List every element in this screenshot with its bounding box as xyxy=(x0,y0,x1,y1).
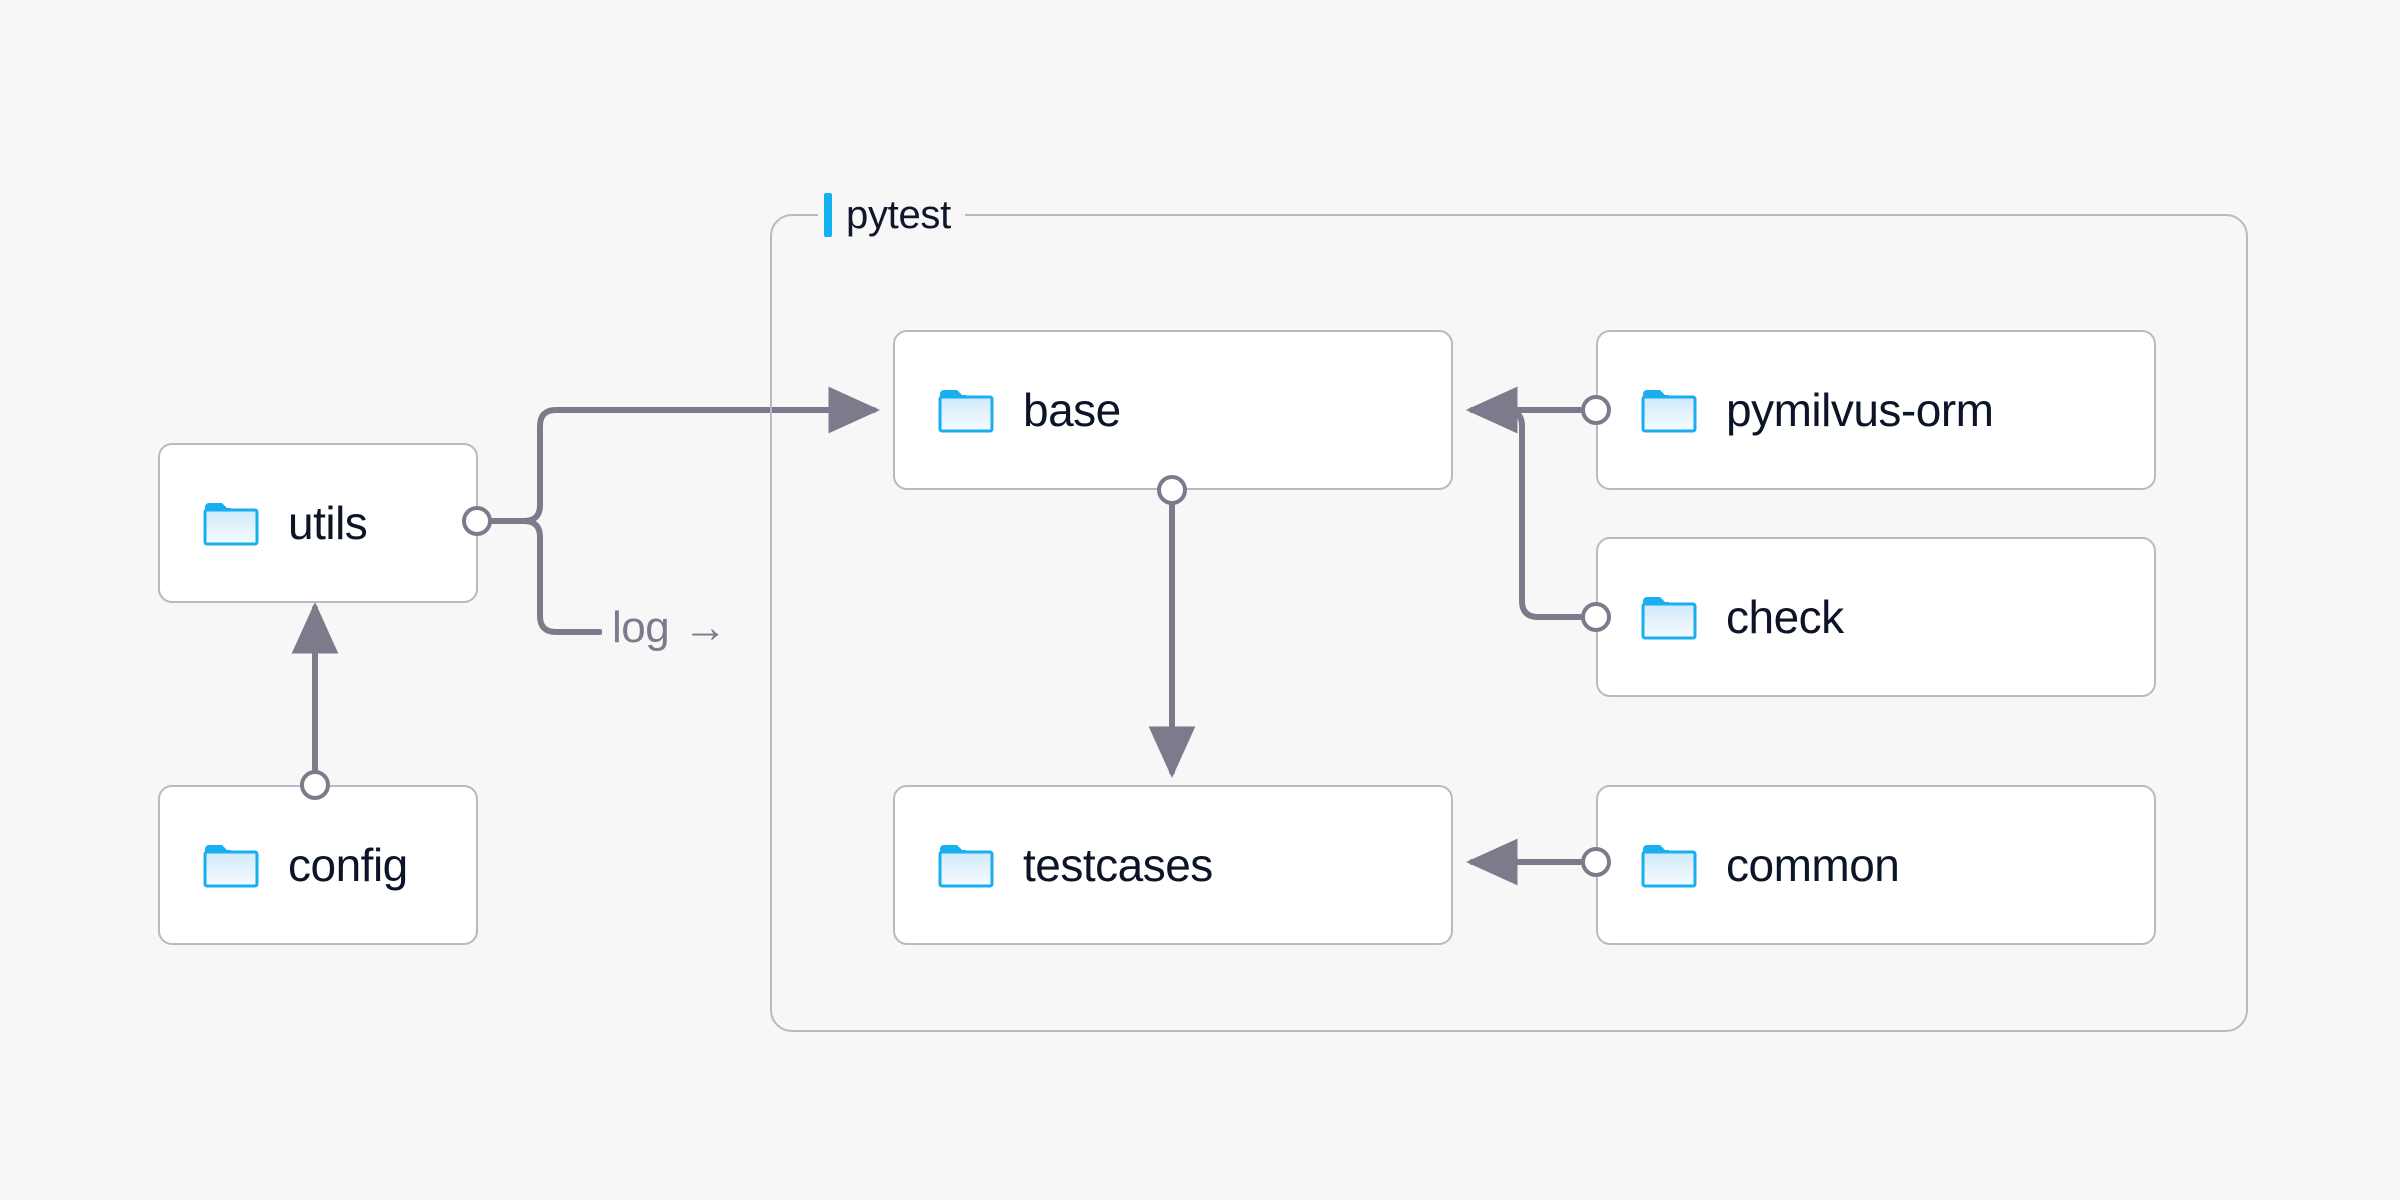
port-utils-right[interactable] xyxy=(462,506,492,536)
node-utils-label: utils xyxy=(288,497,368,549)
folder-icon xyxy=(938,390,994,433)
node-config[interactable]: config xyxy=(158,785,478,945)
group-pytest[interactable] xyxy=(770,214,2248,1032)
group-pytest-label-text: pytest xyxy=(846,192,951,237)
port-check-left[interactable] xyxy=(1581,602,1611,632)
port-config-top[interactable] xyxy=(300,770,330,800)
port-common-left[interactable] xyxy=(1581,847,1611,877)
node-pymilvus-orm[interactable]: pymilvus-orm xyxy=(1596,330,2156,490)
node-check[interactable]: check xyxy=(1596,537,2156,697)
accent-bar xyxy=(824,193,832,237)
folder-icon xyxy=(203,503,259,546)
node-testcases[interactable]: testcases xyxy=(893,785,1453,945)
folder-icon xyxy=(1641,845,1697,888)
edge-utils-log xyxy=(489,518,603,635)
port-pymilvus-orm-left[interactable] xyxy=(1581,395,1611,425)
node-check-label: check xyxy=(1726,591,1844,643)
node-config-label: config xyxy=(288,839,408,891)
arrow-right-icon: → xyxy=(683,603,727,652)
node-base-label: base xyxy=(1023,384,1121,436)
edge-check-base xyxy=(1465,386,1583,620)
edge-label-log-text: log xyxy=(612,603,670,652)
node-pymilvus-orm-label: pymilvus-orm xyxy=(1726,384,1994,436)
node-utils[interactable]: utils xyxy=(158,443,478,603)
node-common[interactable]: common xyxy=(1596,785,2156,945)
node-testcases-label: testcases xyxy=(1023,839,1213,891)
folder-icon xyxy=(938,845,994,888)
port-base-bottom[interactable] xyxy=(1157,475,1187,505)
edge-label-log: log → xyxy=(602,603,737,653)
folder-icon xyxy=(203,845,259,888)
folder-icon xyxy=(1641,597,1697,640)
group-pytest-label: pytest xyxy=(818,188,965,242)
node-base[interactable]: base xyxy=(893,330,1453,490)
node-common-label: common xyxy=(1726,839,1900,891)
folder-icon xyxy=(1641,390,1697,433)
